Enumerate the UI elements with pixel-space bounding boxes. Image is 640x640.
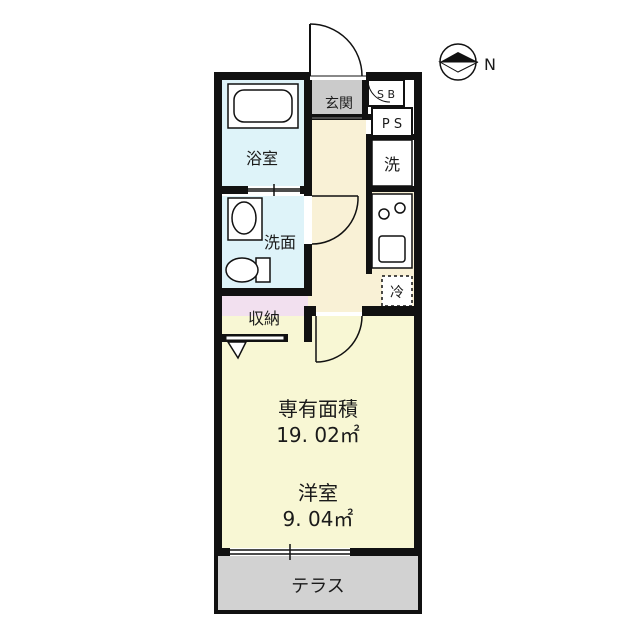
kitchen-stove bbox=[371, 193, 413, 269]
entrance-door[interactable] bbox=[309, 23, 366, 80]
bath-door[interactable] bbox=[248, 184, 300, 196]
washroom-label: 洗面 bbox=[264, 233, 296, 252]
western-room-area-value: 9. 04㎡ bbox=[283, 507, 354, 531]
bathtub bbox=[227, 83, 299, 129]
bathroom-label: 浴室 bbox=[246, 149, 278, 168]
pipe-space bbox=[371, 107, 413, 137]
refrigerator-space bbox=[381, 275, 413, 307]
shoe-box-label: S B bbox=[377, 88, 395, 101]
terrace-walls bbox=[214, 556, 422, 614]
terrace-label: テラス bbox=[291, 576, 345, 597]
western-room-area bbox=[222, 316, 414, 548]
shoe-box bbox=[367, 79, 405, 107]
compass-north-label: N bbox=[484, 55, 496, 74]
washing-machine-label: 洗 bbox=[384, 155, 400, 174]
western-room-label: 洋室 bbox=[298, 481, 338, 505]
terrace-window[interactable] bbox=[230, 544, 350, 560]
refrigerator-label: 冷 bbox=[390, 285, 404, 301]
kitchen-area bbox=[308, 118, 366, 312]
entrance-label: 玄関 bbox=[325, 95, 353, 112]
washing-machine-space bbox=[371, 139, 413, 187]
western-room-door[interactable] bbox=[315, 315, 363, 363]
washroom-door[interactable] bbox=[304, 195, 359, 245]
wash-basin bbox=[227, 197, 263, 241]
storage-door[interactable] bbox=[225, 335, 285, 360]
floor-area-label: 専有面積 bbox=[278, 397, 358, 421]
terrace-area bbox=[216, 556, 418, 612]
pipe-space-label: P S bbox=[382, 117, 402, 132]
toilet bbox=[225, 257, 271, 283]
compass-icon bbox=[438, 43, 479, 81]
entrance-area bbox=[312, 80, 366, 118]
floor-area-value: 19. 02㎡ bbox=[276, 423, 360, 447]
storage-label: 収納 bbox=[248, 309, 280, 328]
